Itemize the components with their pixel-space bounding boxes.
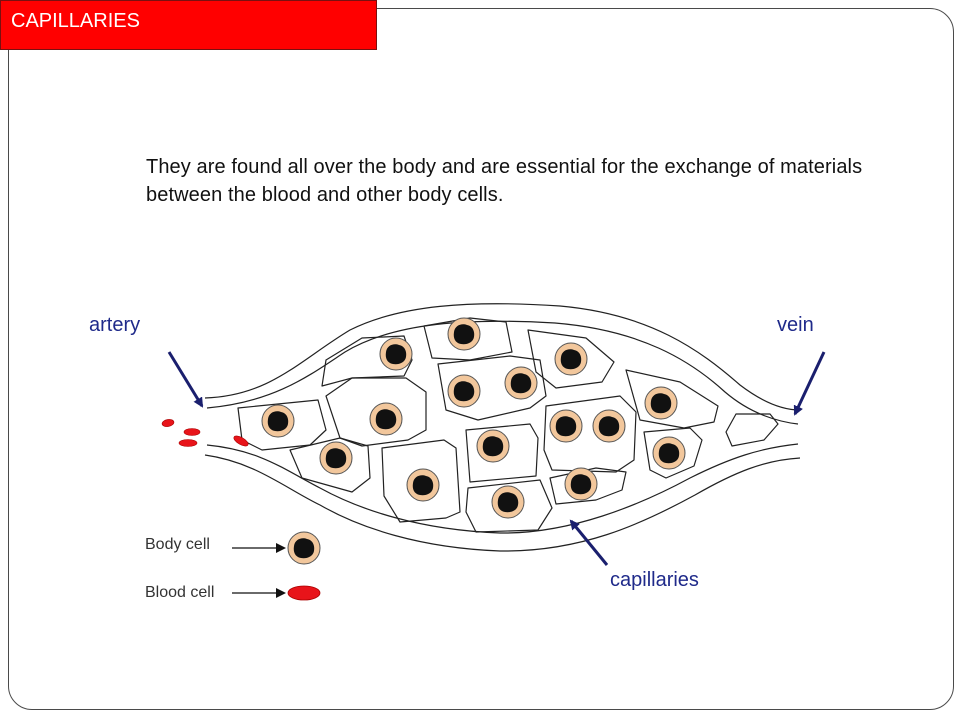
body-cell (319, 441, 353, 475)
body-cell (554, 342, 588, 376)
blood-cell (178, 439, 198, 447)
compartment (625, 369, 719, 429)
blood-cell (233, 435, 249, 447)
legend-blood-cell-glyph (232, 585, 321, 601)
body-cell (504, 366, 538, 400)
artery-arrow (167, 351, 204, 408)
legend-body-cell-label: Body cell (145, 536, 210, 553)
body-cell (652, 436, 686, 470)
vessel-inner-bottom (206, 443, 799, 534)
vessel-outer-top (204, 303, 801, 411)
compartment (725, 413, 779, 447)
vessel-outline (204, 303, 801, 552)
vein-arrow (793, 351, 826, 416)
compartment (465, 479, 553, 533)
compartment (437, 355, 547, 421)
legend-blood-cell-label: Blood cell (145, 584, 215, 601)
body-cell (379, 337, 413, 371)
capillary-compartments (237, 317, 779, 533)
pointer-arrows (167, 351, 826, 566)
body-cell (447, 317, 481, 351)
artery-label: artery (89, 314, 141, 336)
compartment (423, 317, 513, 361)
body-cell (491, 485, 525, 519)
body-cells (261, 317, 686, 519)
vessel-inner-top (206, 320, 799, 425)
blood-cell (183, 428, 201, 436)
vessel-outer-bottom (204, 454, 801, 552)
body-cell (476, 429, 510, 463)
compartment (465, 423, 539, 483)
slide-title: CAPILLARIES (0, 0, 377, 50)
compartment (381, 439, 461, 523)
compartment (325, 377, 427, 447)
legend-body-cell-glyph (232, 531, 321, 565)
body-cell (549, 409, 583, 443)
capillaries-label: capillaries (610, 569, 699, 591)
body-cell (447, 374, 481, 408)
compartment (643, 427, 703, 479)
compartment (543, 395, 637, 473)
compartment (527, 329, 615, 389)
capillaries-arrow (569, 519, 609, 566)
body-cell (369, 402, 403, 436)
compartment (549, 467, 627, 505)
body-cell (564, 467, 598, 501)
intro-text: They are found all over the body and are… (146, 156, 863, 206)
body-cell (592, 409, 626, 443)
body-cell (644, 386, 678, 420)
blood-cells (161, 419, 249, 447)
vein-label: vein (777, 314, 814, 336)
body-cell (261, 404, 295, 438)
body-cell (406, 468, 440, 502)
blood-cell (161, 419, 175, 427)
